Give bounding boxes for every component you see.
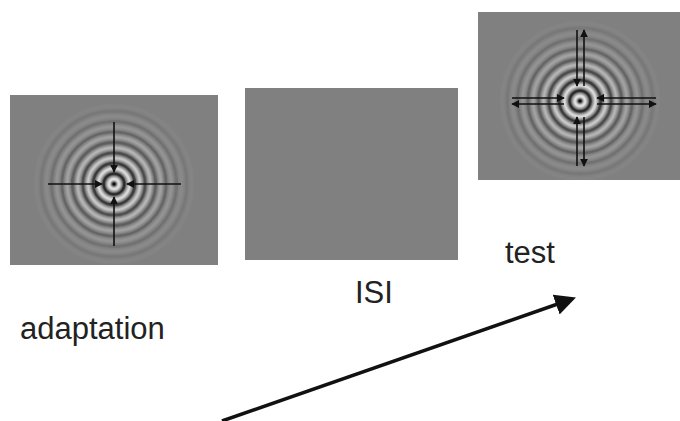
radial-grating (36, 106, 192, 262)
panel-label: test (505, 236, 555, 270)
test-panel (478, 12, 680, 180)
radial-grating (502, 23, 658, 179)
isi-panel (245, 88, 458, 260)
adaptation-panel (10, 95, 218, 265)
time-arrow (222, 299, 572, 421)
panel-label: ISI (355, 276, 393, 310)
motion-arrows (48, 30, 656, 246)
panel-label: adaptation (20, 312, 165, 346)
